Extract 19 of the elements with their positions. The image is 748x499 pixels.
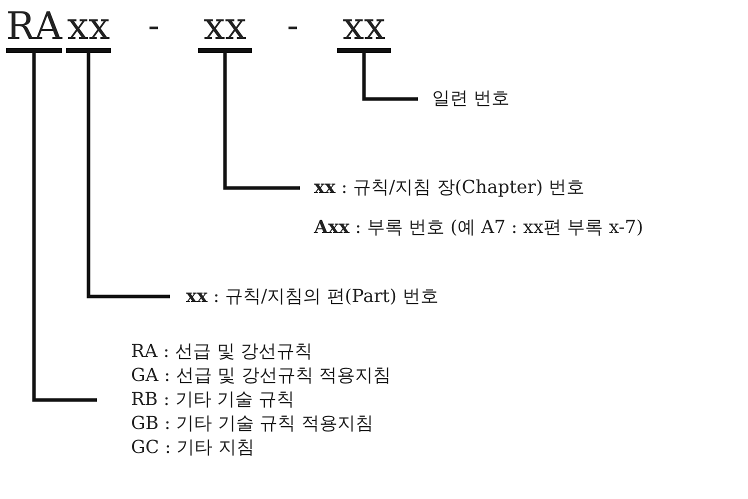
code-segment: xx — [198, 4, 252, 53]
code-segment: xx — [66, 4, 111, 53]
description-text: Axx : 부록 번호 (예 A7 : xx편 부록 x-7) — [314, 216, 644, 240]
code-description: GB : 기타 기술 규칙 적용지침 — [131, 412, 374, 436]
leader-line — [86, 53, 170, 298]
separator-dash: - — [287, 6, 298, 46]
leader-line — [32, 53, 97, 402]
code-description: RB : 기타 기술 규칙 — [131, 388, 296, 412]
description-text: xx : 규칙/지침의 편(Part) 번호 — [170, 284, 438, 310]
code-description: RA : 선급 및 강선규칙 — [131, 340, 314, 364]
code-segment: RA — [6, 4, 62, 53]
description-text: xx : 규칙/지침 장(Chapter) 번호 — [314, 176, 586, 200]
code-segment: xx — [337, 4, 391, 53]
code-description: GA : 선급 및 강선규칙 적용지침 — [131, 364, 392, 388]
description-text: 일련 번호 — [418, 86, 510, 112]
code-description: GC : 기타 지침 — [131, 436, 256, 460]
separator-dash: - — [148, 6, 160, 46]
leader-line — [223, 53, 300, 190]
leader-line — [362, 53, 418, 101]
